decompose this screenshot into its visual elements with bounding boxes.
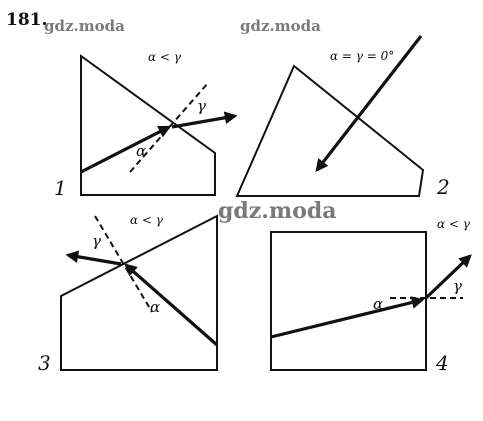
figure-1-alpha: α	[136, 142, 146, 160]
figure-4-alpha: α	[373, 295, 383, 313]
figure-2-condition: α = γ = 0°	[330, 49, 394, 63]
figure-3-gamma: γ	[92, 232, 101, 250]
figure-4-refracted-ray	[424, 254, 472, 300]
figure-4-gamma: γ	[453, 277, 462, 295]
figure-4-prism	[270, 231, 427, 371]
figure-3-normal	[94, 215, 153, 313]
figure-3-number: 3	[38, 351, 51, 375]
figure-1: α < γ α γ 1	[54, 50, 238, 200]
figure-2-ray	[315, 35, 423, 173]
figure-3-prism	[60, 214, 218, 371]
figure-4-incident-ray	[270, 296, 425, 339]
problem-number: 181.	[6, 10, 47, 30]
figure-1-number: 1	[54, 176, 67, 200]
figure-3-condition: α < γ	[130, 213, 164, 227]
figure-4-condition: α < γ	[437, 217, 471, 231]
figure-3-refracted-ray	[65, 250, 122, 266]
figure-1-incident-ray	[80, 125, 172, 174]
figure-3: α < γ γ α 3	[38, 213, 219, 375]
figure-1-prism	[80, 54, 216, 196]
watermark-3: gdz.moda	[218, 198, 337, 224]
figure-1-condition: α < γ	[148, 50, 182, 64]
watermark-1: gdz.moda	[44, 17, 125, 35]
figure-1-refracted-ray	[171, 111, 238, 129]
figure-2: α = γ = 0° 2	[235, 35, 450, 199]
watermark-2: gdz.moda	[240, 17, 321, 35]
figure-3-incident-ray	[124, 263, 219, 347]
figure-4-number: 4	[435, 351, 449, 375]
figure-2-prism	[235, 64, 425, 197]
figure-2-number: 2	[436, 175, 450, 199]
figure-4: α < γ α γ 4	[270, 217, 472, 375]
figure-1-gamma: γ	[197, 97, 206, 115]
figure-3-alpha: α	[150, 298, 160, 316]
